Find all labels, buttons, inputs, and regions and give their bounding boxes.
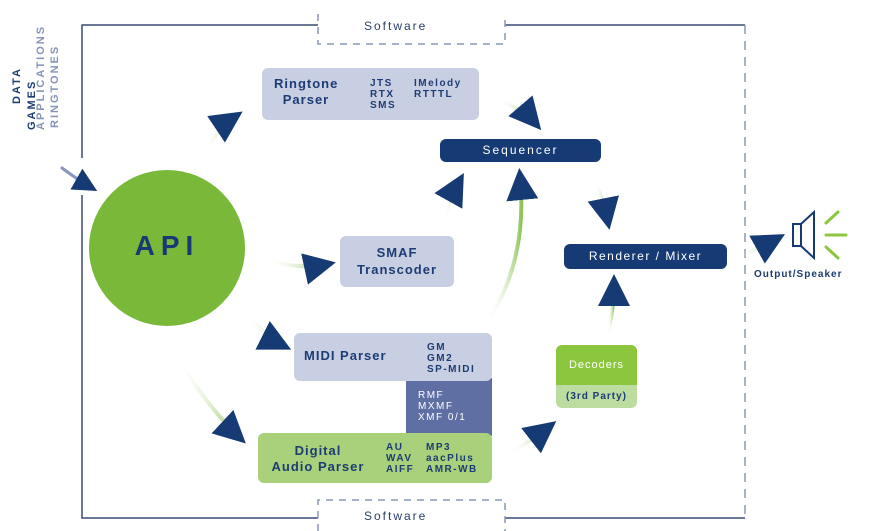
- renderer-mixer-box: Renderer / Mixer: [564, 244, 727, 269]
- midi-extra-formats-box: RMF MXMF XMF 0/1: [406, 378, 492, 436]
- audio-formats-col2: MP3 aacPlus AMR-WB: [426, 442, 478, 475]
- output-speaker-label: Output/Speaker: [754, 269, 843, 280]
- input-label-applications: APPLICATIONS: [35, 24, 47, 130]
- sound-waves-icon: [824, 210, 848, 260]
- digital-audio-parser-box: Digital Audio Parser AU WAV AIFF MP3 aac…: [258, 433, 492, 483]
- midi-parser-box: MIDI Parser GM GM2 SP-MIDI: [294, 333, 492, 381]
- smaf-title: SMAF Transcoder: [356, 245, 438, 277]
- software-label-top: Software: [364, 19, 428, 33]
- smaf-transcoder-box: SMAF Transcoder: [340, 236, 454, 287]
- ringtone-parser-box: Ringtone Parser JTS RTX SMS IMelody RTTT…: [262, 68, 479, 120]
- speaker-icon: [792, 209, 815, 261]
- ringtone-parser-title: Ringtone Parser: [274, 76, 339, 107]
- midi-formats: GM GM2 SP-MIDI: [427, 342, 476, 375]
- sequencer-box: Sequencer: [440, 139, 601, 162]
- decoders-subtitle: (3rd Party): [565, 391, 627, 402]
- midi-extra-formats: RMF MXMF XMF 0/1: [418, 390, 467, 423]
- ringtone-formats-col1: JTS RTX SMS: [370, 78, 397, 111]
- ringtone-formats-col2: IMelody RTTTL: [414, 78, 462, 100]
- input-label-data: DATA: [11, 67, 23, 104]
- api-circle: API: [89, 170, 245, 326]
- midi-parser-title: MIDI Parser: [304, 348, 387, 363]
- software-boundary: [81, 14, 746, 531]
- audio-formats-col1: AU WAV AIFF: [386, 442, 415, 475]
- input-label-ringtones: RINGTONES: [49, 44, 61, 128]
- decoders-title: Decoders: [556, 345, 637, 385]
- api-label: API: [134, 230, 200, 261]
- software-label-bottom: Software: [364, 509, 428, 523]
- flow-arrows: [60, 95, 785, 454]
- digital-audio-parser-title: Digital Audio Parser: [271, 443, 365, 474]
- decoders-box: Decoders (3rd Party): [556, 345, 637, 408]
